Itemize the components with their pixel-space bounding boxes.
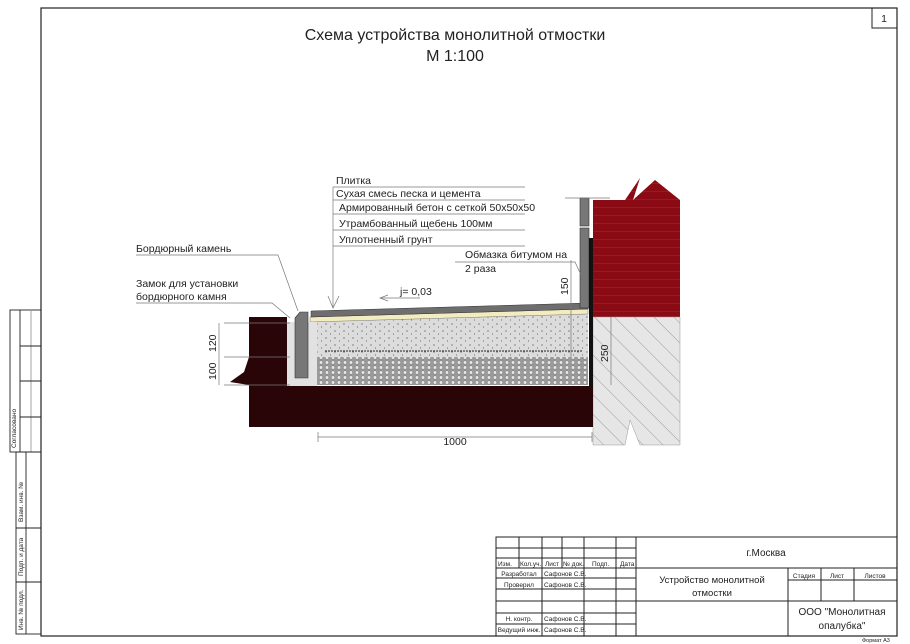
bitumen-label: Обмазка битумом на	[465, 249, 567, 261]
company: опалубка"	[819, 620, 866, 632]
layer-label: Уплотненный грунт	[339, 234, 433, 246]
sheet-number: 1	[881, 13, 887, 25]
name-cell: Сафонов С.В.	[544, 616, 587, 623]
side-stamp	[9, 309, 42, 635]
work-title: отмостки	[692, 588, 732, 599]
stage-header: Стадия	[793, 573, 816, 580]
plinth-tile	[579, 197, 590, 227]
plinth-tile	[579, 227, 590, 309]
sheet-number-box	[871, 7, 898, 29]
header-cell: Изм.	[498, 561, 512, 568]
brick-wall	[593, 178, 680, 317]
bitumen-label: 2 раза	[465, 263, 496, 275]
header-cell: Подп.	[592, 561, 609, 568]
name-cell: Сафонов С.В.	[544, 582, 587, 589]
work-title: Устройство монолитной	[659, 575, 765, 586]
header-cell: № док.	[563, 561, 584, 568]
header-cell: Кол.уч.	[520, 561, 541, 568]
stamp-inv-original: Инв. № подл.	[18, 589, 25, 630]
layer-label: Армированный бетон с сеткой 50х50х50	[339, 202, 535, 214]
dim-120: 120	[207, 334, 219, 352]
dim-250: 250	[599, 344, 611, 362]
name-cell: Сафонов С.В.	[544, 571, 587, 578]
header-cell: Лист	[545, 561, 559, 568]
curb-stone	[294, 311, 309, 379]
layer-label: Утрамбованный щебень 100мм	[339, 218, 492, 230]
concrete-layer	[317, 314, 588, 357]
lock-label: Замок для установки	[136, 278, 238, 290]
name-cell: Сафонов С.В.	[544, 627, 587, 634]
foundation	[592, 316, 681, 446]
stamp-replace-inv: Взам. инв. №	[18, 482, 25, 522]
title-block	[495, 536, 898, 637]
layer-label: Плитка	[336, 175, 371, 187]
company: ООО "Монолитная	[798, 607, 885, 618]
role-cell: Н. контр.	[506, 616, 533, 623]
header-cell: Дата	[620, 561, 635, 568]
gravel-layer	[317, 357, 588, 385]
stamp-sign-date: Подп. и дата	[18, 537, 25, 576]
drawing-title: Схема устройства монолитной отмостки	[305, 27, 606, 44]
city: г.Москва	[746, 548, 786, 559]
tile-layer	[310, 302, 589, 318]
bitumen-coating	[589, 238, 593, 388]
lock-label: бордюрного камня	[136, 291, 227, 303]
curb-label: Бордюрный камень	[136, 243, 232, 255]
layer-label: Сухая смесь песка и цемента	[336, 188, 481, 200]
dim-1000: 1000	[443, 436, 467, 448]
format-label: Формат А3	[862, 638, 890, 644]
leader-lines	[136, 186, 612, 442]
sheets-header: Листов	[864, 573, 886, 580]
stamp-agreed: Согласовано	[11, 409, 18, 448]
role-cell: Проверил	[504, 582, 534, 589]
sheet-header: Лист	[830, 573, 844, 580]
compacted-soil	[230, 317, 593, 427]
drawing-scale: М 1:100	[426, 48, 484, 65]
role-cell: Ведущий инж.	[498, 626, 541, 634]
role-cell: Разработал	[501, 570, 537, 578]
dim-100: 100	[207, 362, 219, 380]
slope-label: j= 0,03	[399, 286, 432, 298]
dim-150: 150	[559, 277, 571, 295]
